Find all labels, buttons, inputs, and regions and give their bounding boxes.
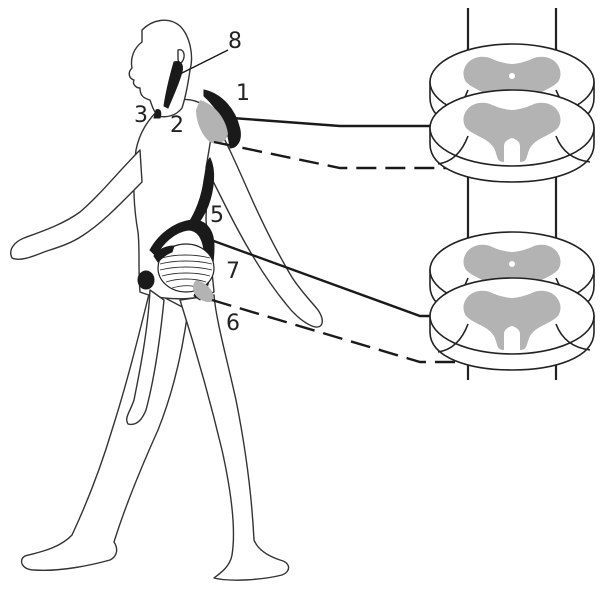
region-buttock (138, 271, 154, 289)
cord-segment-lower-2 (430, 278, 594, 370)
connector-upper-dashed (214, 142, 462, 168)
label-8: 8 (228, 29, 242, 54)
label-2: 2 (170, 113, 184, 138)
cord-segment-upper-2 (430, 90, 594, 182)
label-1: 1 (236, 81, 250, 106)
connector-lower-solid (200, 236, 468, 316)
spinal-cord (430, 8, 594, 380)
back-arm (11, 150, 142, 259)
label-7: 7 (226, 259, 240, 284)
label-5: 5 (210, 203, 224, 228)
ear (178, 50, 184, 63)
connector-lower-dashed (212, 300, 462, 362)
label-6: 6 (226, 311, 240, 336)
label-3: 3 (134, 103, 148, 128)
front-leg (180, 295, 289, 580)
back-leg (22, 290, 188, 570)
